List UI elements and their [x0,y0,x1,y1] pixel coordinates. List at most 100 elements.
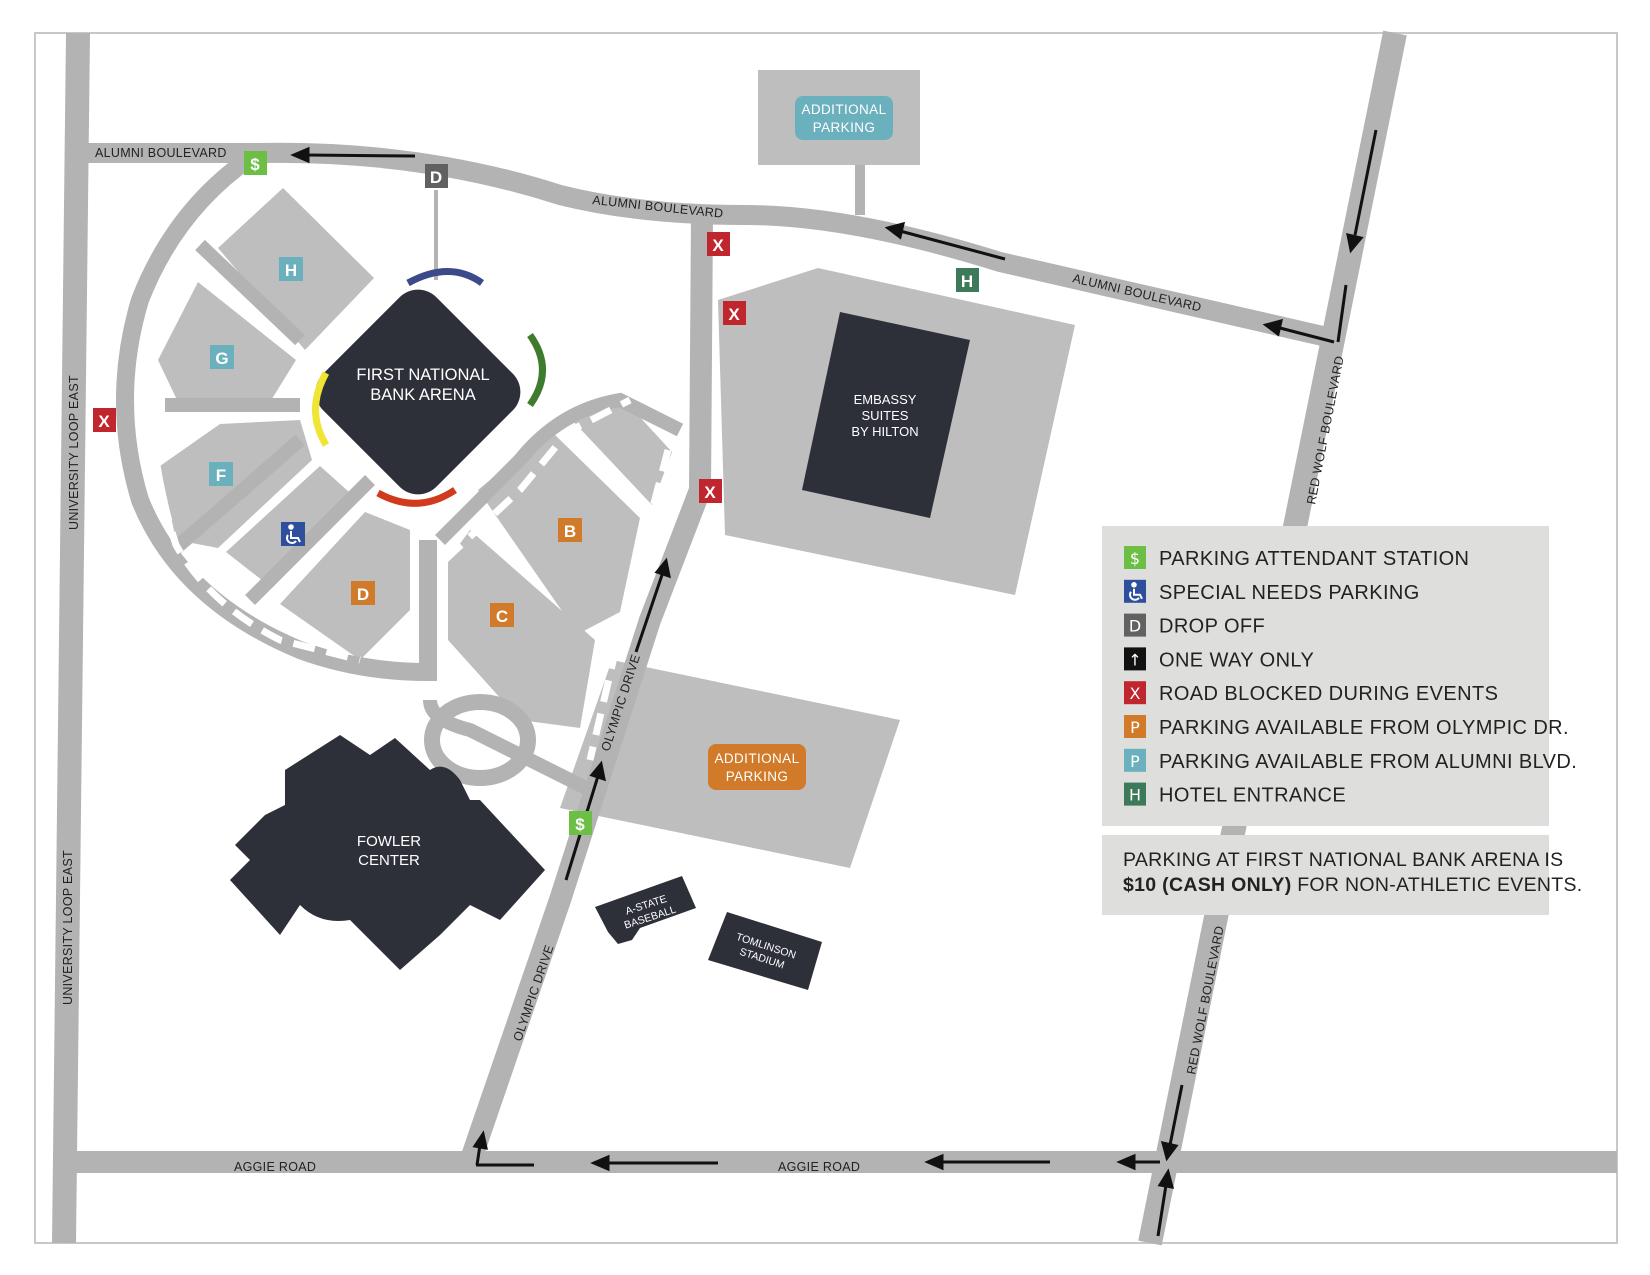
lot-f-area [160,420,312,548]
arrow-olympic-start-head [472,1130,488,1150]
legend-label: DROP OFF [1159,616,1265,638]
attendant-marker-alumni[interactable]: $ [244,151,267,175]
attendant-marker-alumni-bg [244,151,267,175]
arrow-red-wolf-bottom [1156,1184,1168,1237]
price-note-box [1102,835,1549,915]
parking-alumni-icon [1124,748,1146,772]
lot-g-label: G [215,349,228,368]
lot-f-badge-bg [209,462,233,486]
tag-additional-parking-south-line2: PARKING [726,769,789,784]
dollar-icon [1124,546,1146,569]
hotel-entrance-marker-bg [956,268,979,292]
price-note: PARKING AT FIRST NATIONAL BANK ARENA IS … [1102,835,1583,915]
price-note-line2: $10 (CASH ONLY) FOR NON-ATHLETIC EVENTS. [1123,874,1583,896]
road-alumni [78,142,1343,350]
arrow-red-wolf-south-head [1160,1140,1179,1162]
legend-label: SPECIAL NEEDS PARKING [1159,582,1420,604]
arrow-red-wolf-north [1353,129,1378,236]
tag-additional-parking-south[interactable]: ADDITIONAL PARKING [708,744,806,790]
lot-c-badge[interactable]: C [490,603,514,627]
x-icon: X [98,412,110,431]
price-note-rest: FOR NON-ATHLETIC EVENTS. [1292,874,1583,896]
x-icon [1124,681,1146,705]
dropoff-marker[interactable]: D [425,164,448,188]
arrow-red-wolf-south [1168,1084,1184,1146]
lot-c-badge-bg [490,603,514,627]
road-fowler-loop [424,694,536,786]
lot-g-badge-bg [210,345,234,369]
lot-g-badge[interactable]: G [210,345,234,369]
legend-label: PARKING AVAILABLE FROM OLYMPIC DR. [1159,717,1569,739]
legend: $ PARKING ATTENDANT STATION SPECIAL NEEDS … [1102,526,1577,826]
hotel-label-line3: BY HILTON [851,424,918,439]
arena-label-line1: FIRST NATIONAL [356,366,489,384]
road-olympic [459,214,713,1166]
lot-h-badge[interactable]: H [279,257,303,281]
first-national-bank-arena [315,289,521,495]
tag-additional-parking-north-bg [795,96,893,140]
arrow-red-wolf-north-vertical [1336,284,1348,343]
price-note-bold: $10 (CASH ONLY) [1123,874,1292,896]
label-aggie-east: AGGIE ROAD [778,1160,860,1174]
arrow-alumni-west-head [290,146,310,164]
drop-off-icon [1124,613,1146,637]
blocked-marker-university[interactable]: X [93,408,116,432]
tag-additional-parking-north-line1: ADDITIONAL [801,102,886,117]
legend-label: PARKING ATTENDANT STATION [1159,548,1469,570]
arrow-olympic-upper-head [654,557,671,579]
lot-special-needs-badge[interactable] [281,522,305,546]
lot-c-label: C [496,607,508,626]
lot-g-area [158,282,296,402]
lot-d-badge[interactable]: D [351,581,375,605]
arena-arc-north [406,268,485,287]
legend-symbol: H [1129,786,1141,805]
blocked-marker-hotel-north[interactable]: X [723,301,746,325]
dash-loop-west [148,268,361,664]
embassy-suites [802,312,970,518]
x-icon: X [704,483,716,502]
tag-additional-parking-north-line2: PARKING [813,120,876,135]
arrow-alumni-west [304,153,416,158]
lot-h-badge-bg [279,257,303,281]
x-icon: X [728,305,740,324]
buildings [230,289,970,990]
legend-label: ONE WAY ONLY [1159,649,1314,671]
arena-label-line2: BANK ARENA [370,386,475,404]
attendant-marker-olympic[interactable]: $ [569,811,592,835]
blocked-marker-olympic-north[interactable]: X [707,232,730,256]
arrow-alumni-far-east [1279,326,1335,344]
tomlinson-stadium [708,912,822,990]
legend-item-dollar: $ PARKING ATTENDANT STATION [1124,546,1469,570]
tag-additional-parking-north[interactable]: ADDITIONAL PARKING [795,96,893,140]
blocked-marker-hotel-north-bg [723,301,746,325]
dropoff-marker-label: D [430,168,442,187]
legend-item-arrow-up: ↑ONE WAY ONLY [1124,647,1314,671]
legend-label: HOTEL ENTRANCE [1159,785,1346,807]
parking-olympic-icon [1124,715,1146,738]
lot-f-label: F [216,466,226,485]
legend-item-wheelchair: SPECIAL NEEDS PARKING [1124,579,1420,604]
arrow-red-wolf-bottom-head [1157,1168,1175,1189]
lot-b-badge[interactable]: B [558,518,582,542]
lot-d-label: D [357,585,369,604]
blocked-marker-hotel-south[interactable]: X [699,479,722,503]
wheelchair-glyph [1129,582,1143,601]
hotel-icon: H [961,272,973,291]
hotel-entrance-marker[interactable]: H [956,268,979,292]
legend-symbol: $ [1130,549,1140,568]
fowler-label-line2: CENTER [358,852,420,869]
arrow-red-wolf-north-head [1346,233,1364,254]
lot-b-badge-bg [558,518,582,542]
one-way-arrows [290,129,1378,1237]
road-university-loop-east [52,32,90,1244]
arena-arc-east [527,332,546,408]
lot-f-badge[interactable]: F [209,462,233,486]
lot-c-area [448,530,595,728]
label-aggie-west: AGGIE ROAD [234,1160,316,1174]
fowler-label-line1: FOWLER [357,833,421,850]
dropoff-marker-bg [425,164,448,188]
